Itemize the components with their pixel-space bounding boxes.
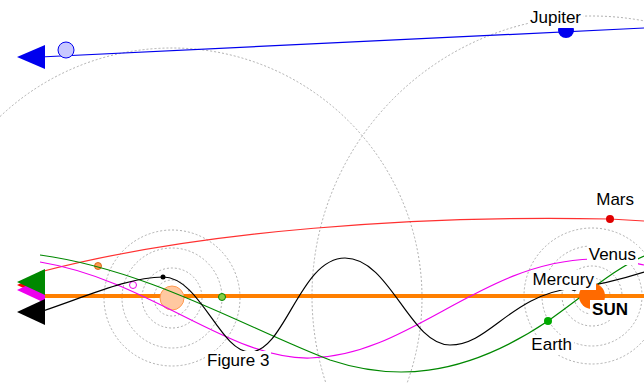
jupiter-arrowhead (17, 45, 45, 69)
mercury-past (161, 275, 166, 280)
earth-arrowhead (17, 269, 45, 295)
planet-label: Mercury (531, 270, 596, 290)
sun-path (40, 294, 644, 298)
planet-label: Earth (529, 335, 574, 355)
figure-caption: Figure 3 (205, 351, 271, 371)
mercury-arrowhead (17, 299, 45, 325)
venus-path (40, 259, 644, 358)
jupiter-past (58, 42, 74, 58)
orbit-circles (0, 16, 644, 383)
earth-path (40, 255, 644, 372)
planet-label: Mars (594, 190, 636, 210)
venus-past (130, 282, 137, 289)
earth-past (219, 294, 226, 301)
mars-planet (606, 215, 614, 223)
earth-planet (544, 317, 552, 325)
sun-label: SUN (590, 300, 630, 320)
planet-label: Venus (587, 245, 638, 265)
jupiter-path (40, 28, 644, 57)
planet-label: Jupiter (528, 8, 583, 28)
